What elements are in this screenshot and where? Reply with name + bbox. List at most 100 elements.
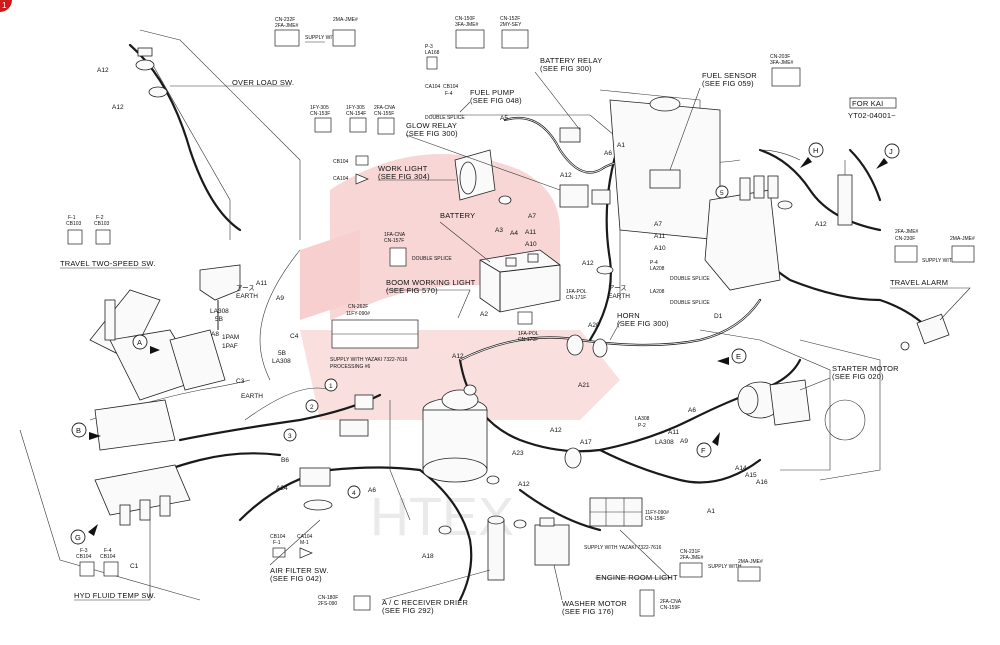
connector-cn150: CN-150F 3FA-JME#	[455, 16, 485, 49]
svg-text:TRAVEL TWO-SPEED SW.: TRAVEL TWO-SPEED SW.	[60, 259, 156, 268]
svg-text:(SEE FIG 048): (SEE FIG 048)	[470, 96, 522, 105]
caption-fuel-pump: FUEL PUMP (SEE FIG 048)	[459, 88, 522, 113]
svg-text:CB104: CB104	[100, 554, 116, 560]
svg-text:CB104: CB104	[270, 534, 286, 540]
svg-text:ENGINE ROOM LIGHT: ENGINE ROOM LIGHT	[596, 573, 678, 582]
svg-text:DOUBLE SPLICE: DOUBLE SPLICE	[412, 256, 452, 262]
caption-travel-two-speed: TRAVEL TWO-SPEED SW.	[60, 259, 156, 269]
svg-text:SUPPLY WITH: SUPPLY WITH	[305, 35, 339, 41]
svg-text:FOR KAI: FOR KAI	[852, 99, 883, 108]
svg-text:F-1: F-1	[68, 215, 76, 221]
svg-text:WORK LIGHT: WORK LIGHT	[378, 164, 428, 173]
svg-text:A1: A1	[617, 142, 625, 149]
battery-relay-unit	[559, 127, 611, 208]
svg-text:A2: A2	[480, 311, 488, 318]
svg-text:HYD FLUID TEMP SW.: HYD FLUID TEMP SW.	[74, 591, 156, 600]
svg-text:SUPPLY WITH: SUPPLY WITH	[922, 258, 956, 264]
caption-over-load: OVER LOAD SW.	[170, 78, 294, 87]
svg-text:FUEL SENSOR: FUEL SENSOR	[702, 71, 757, 80]
svg-text:J: J	[889, 147, 893, 156]
caption-air-filter: AIR FILTER SW. (SEE FIG 042)	[269, 519, 328, 583]
svg-text:1FA-POL: 1FA-POL	[566, 289, 587, 295]
svg-text:A12: A12	[518, 481, 530, 488]
svg-text:2FA-JME#: 2FA-JME#	[680, 555, 704, 561]
svg-text:P-3: P-3	[425, 44, 433, 50]
air-cleaner	[422, 389, 488, 483]
svg-text:CN-150F: CN-150F	[455, 16, 475, 22]
svg-text:2FA-CNA: 2FA-CNA	[374, 105, 396, 111]
svg-text:C3: C3	[236, 378, 245, 385]
svg-text:BOOM WORKING LIGHT: BOOM WORKING LIGHT	[386, 278, 476, 287]
svg-text:G: G	[75, 533, 81, 542]
svg-text:B6: B6	[281, 457, 289, 464]
page-marker-badge	[0, 0, 12, 12]
svg-text:2FA-JME#: 2FA-JME#	[275, 23, 299, 29]
svg-text:H: H	[813, 146, 819, 155]
svg-text:A4: A4	[510, 230, 518, 237]
svg-text:A12: A12	[582, 260, 594, 267]
svg-text:P-4: P-4	[650, 260, 658, 266]
watermark-logo: HTEX	[300, 154, 620, 547]
svg-text:4: 4	[352, 490, 356, 497]
svg-text:EARTH: EARTH	[236, 293, 258, 300]
svg-text:SUPPLY WITH YAZAKI 7322-7616: SUPPLY WITH YAZAKI 7322-7616	[330, 357, 408, 363]
svg-text:CN-230F: CN-230F	[895, 236, 915, 242]
connector-cn159: 2FA-CNA CN-159F	[639, 589, 682, 617]
svg-text:M-1: M-1	[300, 540, 309, 546]
svg-text:CB103: CB103	[66, 221, 82, 227]
svg-text:1: 1	[329, 383, 333, 390]
svg-text:A10: A10	[525, 241, 537, 248]
svg-text:F-3: F-3	[80, 548, 88, 554]
caption-battery: BATTERY	[439, 211, 491, 263]
svg-text:F-4: F-4	[445, 91, 453, 97]
svg-text:BATTERY RELAY: BATTERY RELAY	[540, 56, 602, 65]
svg-text:A18: A18	[422, 553, 434, 560]
numbered-markers: 1 2 3 4 5	[283, 185, 729, 499]
svg-text:GLOW RELAY: GLOW RELAY	[406, 121, 457, 130]
svg-text:CN-155F: CN-155F	[374, 111, 394, 117]
svg-text:CN-157F: CN-157F	[384, 238, 404, 244]
svg-text:1PAM: 1PAM	[222, 334, 239, 341]
svg-text:C4: C4	[290, 333, 299, 340]
svg-text:1FY-305: 1FY-305	[346, 105, 365, 111]
svg-text:CB104: CB104	[443, 84, 459, 90]
svg-text:A12: A12	[815, 221, 827, 228]
svg-text:SUPPLY WITH: SUPPLY WITH	[708, 564, 742, 570]
svg-text:WASHER MOTOR: WASHER MOTOR	[562, 599, 627, 608]
svg-text:CA104: CA104	[297, 534, 313, 540]
svg-text:A23: A23	[512, 450, 524, 457]
svg-text:A9: A9	[276, 295, 284, 302]
travel-alarm-unit	[900, 313, 950, 351]
svg-text:5B: 5B	[278, 350, 286, 357]
svg-text:CN-153F: CN-153F	[310, 111, 330, 117]
svg-text:CN-262F: CN-262F	[348, 304, 368, 310]
caption-washer-motor: WASHER MOTOR (SEE FIG 176)	[553, 564, 627, 616]
model-badge: FOR KAI YT02-04001~	[848, 97, 897, 120]
svg-text:EARTH: EARTH	[241, 393, 263, 400]
svg-text:DOUBLE SPLICE: DOUBLE SPLICE	[425, 115, 465, 121]
svg-text:F: F	[701, 446, 706, 455]
svg-text:F-4: F-4	[104, 548, 112, 554]
svg-text:SUPPLY WITH YAZAKI 7322-7616: SUPPLY WITH YAZAKI 7322-7616	[584, 545, 662, 551]
svg-text:LA308: LA308	[655, 439, 674, 446]
svg-text:FUEL PUMP: FUEL PUMP	[470, 88, 514, 97]
svg-text:YT02-04001~: YT02-04001~	[848, 111, 896, 120]
svg-text:LA208: LA208	[650, 289, 665, 295]
connector-cn157: 1FA-CNA CN-157F DOUBLE SPLICE	[384, 232, 452, 267]
svg-text:A15: A15	[745, 472, 757, 479]
svg-text:EARTH: EARTH	[608, 293, 630, 300]
grommets	[438, 195, 793, 535]
svg-text:3FA-JME#: 3FA-JME#	[455, 22, 479, 28]
svg-text:C1: C1	[130, 563, 139, 570]
svg-text:P-2: P-2	[638, 423, 646, 429]
battery-unit	[479, 249, 561, 313]
svg-text:A20: A20	[588, 322, 600, 329]
connector-cn152: CN-152F 2MY-SEY	[500, 16, 529, 49]
travel-pedal-assembly	[89, 289, 226, 451]
work-light-unit	[454, 149, 496, 201]
direction-arrows: A B G E F H J	[70, 142, 900, 545]
connector-cb104-m1: CB104 F-1 CA104 M-1	[270, 534, 313, 559]
svg-text:11FY-090#: 11FY-090#	[346, 311, 370, 317]
svg-text:A1: A1	[707, 508, 715, 515]
svg-text:CN-232F: CN-232F	[275, 17, 295, 23]
